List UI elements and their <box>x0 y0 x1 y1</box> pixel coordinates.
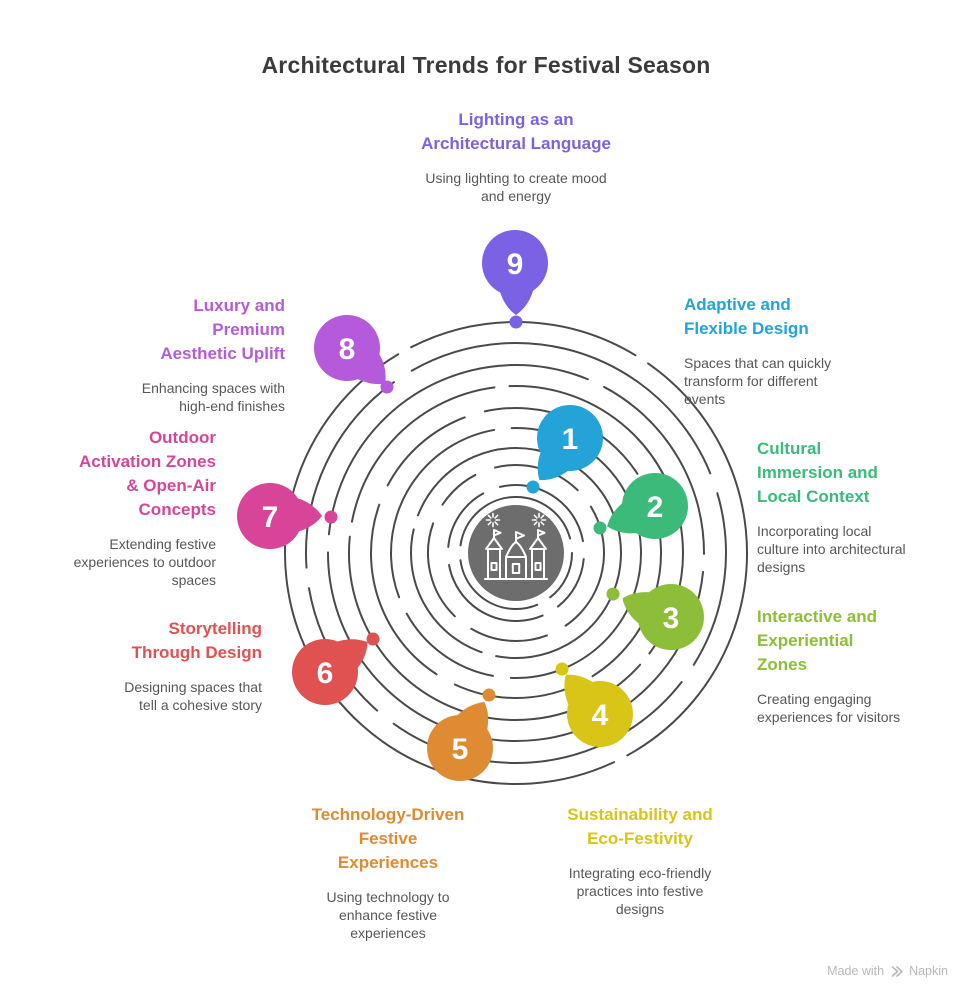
spiral-dot-3 <box>606 587 620 601</box>
bubble-number: 7 <box>262 501 279 534</box>
marker-bubble-1: 1 <box>537 405 603 481</box>
bubble-circle <box>482 230 548 296</box>
item-3-label: Interactive and Experiential Zones <box>757 607 877 674</box>
bubble-number: 3 <box>663 602 680 635</box>
marker-bubble-2: 2 <box>607 473 688 539</box>
item-7-description: Extending festive experiences to outdoor… <box>73 536 216 588</box>
bubble-circle <box>237 483 303 549</box>
festival-castle-icon <box>484 512 548 580</box>
item-7-label: Outdoor Activation Zones & Open-Air Conc… <box>79 428 216 519</box>
item-2-text: Cultural Immersion and Local Context Inc… <box>757 437 932 576</box>
made-with-text: Made with <box>827 964 885 978</box>
bubble-circle <box>314 315 380 381</box>
item-6-text: Storytelling Through Design Designing sp… <box>60 617 262 714</box>
bubble-number: 2 <box>647 491 664 524</box>
item-1-description: Spaces that can quickly transform for di… <box>684 355 832 407</box>
spiral-dot-1 <box>526 480 540 494</box>
item-4-description: Integrating eco-friendly practices into … <box>568 865 712 917</box>
bubble-number: 9 <box>507 248 524 281</box>
firework-burst-icon <box>531 512 547 528</box>
item-5-text: Technology-Driven Festive Experiences Us… <box>276 803 500 942</box>
center-circle <box>468 505 564 601</box>
page-title: Architectural Trends for Festival Season <box>261 52 711 78</box>
item-9-label: Lighting as an Architectural Language <box>421 110 611 153</box>
spiral-dot-4 <box>555 662 569 676</box>
marker-bubble-7: 7 <box>237 483 323 549</box>
bubble-circle <box>567 681 633 747</box>
spiral-dot-5 <box>482 688 496 702</box>
item-4-text: Sustainability and Eco-Festivity Integra… <box>528 803 752 918</box>
bubble-circle <box>622 473 688 539</box>
bubble-circle <box>638 584 704 650</box>
napkin-chevrons-icon <box>891 965 903 977</box>
spiral-dots <box>324 315 620 702</box>
bubble-circle <box>427 715 493 781</box>
spiral-dot-9 <box>509 315 523 329</box>
marker-bubble-5: 5 <box>427 702 493 781</box>
spiral-arcs <box>284 320 748 785</box>
marker-bubbles: 1 2 3 4 <box>237 230 704 781</box>
item-1-text: Adaptive and Flexible Design Spaces that… <box>684 293 874 408</box>
item-1-label: Adaptive and Flexible Design <box>684 295 809 338</box>
item-8-label: Luxury and Premium Aesthetic Uplift <box>160 296 285 363</box>
item-2-label: Cultural Immersion and Local Context <box>757 439 878 506</box>
item-3-description: Creating engaging experiences for visito… <box>757 691 901 725</box>
bubble-number: 8 <box>339 333 356 366</box>
item-2-description: Incorporating local culture into archite… <box>757 523 906 575</box>
marker-bubble-3: 3 <box>622 584 704 650</box>
spiral-dot-2 <box>593 521 607 535</box>
item-8-text: Luxury and Premium Aesthetic Uplift Enha… <box>83 294 285 415</box>
item-8-description: Enhancing spaces with high-end finishes <box>141 380 285 414</box>
marker-bubble-4: 4 <box>564 674 633 747</box>
item-9-text: Lighting as an Architectural Language Us… <box>356 108 676 205</box>
bubble-number: 6 <box>317 657 334 690</box>
item-7-text: Outdoor Activation Zones & Open-Air Conc… <box>18 426 216 589</box>
bubble-number: 4 <box>592 699 609 732</box>
bubble-number: 5 <box>452 733 469 766</box>
attribution-footer: Made with Napkin <box>827 964 948 978</box>
item-5-description: Using technology to enhance festive expe… <box>326 889 450 941</box>
spiral-dot-7 <box>324 510 338 524</box>
brand-text: Napkin <box>909 964 948 978</box>
spiral-dot-6 <box>366 632 380 646</box>
item-6-label: Storytelling Through Design <box>131 619 262 662</box>
center-hub <box>468 505 564 601</box>
item-3-text: Interactive and Experiential Zones Creat… <box>757 605 932 726</box>
marker-bubble-9: 9 <box>482 230 548 315</box>
marker-bubble-6: 6 <box>292 639 368 705</box>
item-6-description: Designing spaces that tell a cohesive st… <box>124 679 262 713</box>
item-9-description: Using lighting to create mood and energy <box>425 170 607 204</box>
item-5-label: Technology-Driven Festive Experiences <box>311 805 465 872</box>
bubble-number: 1 <box>562 423 579 456</box>
spiral-dot-8 <box>380 380 394 394</box>
firework-burst-icon <box>485 512 501 528</box>
item-4-label: Sustainability and Eco-Festivity <box>567 805 713 848</box>
marker-bubble-8: 8 <box>314 315 386 385</box>
bubble-circle <box>292 639 358 705</box>
bubble-circle <box>537 405 603 471</box>
